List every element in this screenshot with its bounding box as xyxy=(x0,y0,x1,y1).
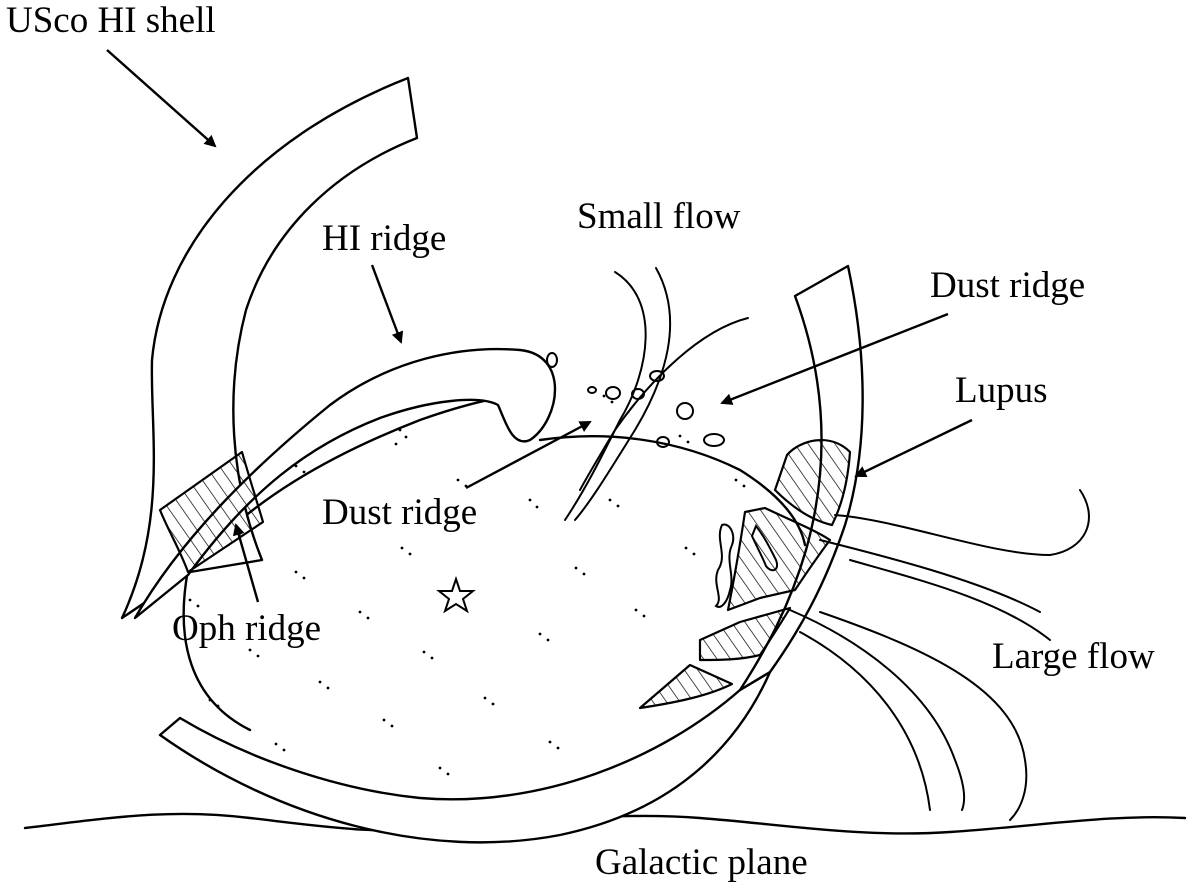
arrow-oph-ridge xyxy=(232,523,260,603)
bubble-stipple xyxy=(188,394,746,776)
lupus-hatch xyxy=(773,438,852,527)
hi-ridge-band xyxy=(133,347,557,620)
arrow-dust-ridge-center xyxy=(465,420,592,490)
label-large-flow: Large flow xyxy=(992,636,1155,677)
label-usco-hi-shell: USco HI shell xyxy=(6,0,216,41)
label-oph-ridge: Oph ridge xyxy=(172,608,321,649)
arrow-dust-ridge-right xyxy=(720,312,949,405)
dust-clumps xyxy=(546,352,725,448)
label-galactic-plane: Galactic plane xyxy=(595,842,808,883)
star-icon xyxy=(436,575,476,614)
squiggle-right xyxy=(750,524,778,572)
label-small-flow: Small flow xyxy=(577,196,741,237)
arrow-hi-ridge xyxy=(370,264,404,344)
large-flow-lines xyxy=(789,489,1090,821)
middle-hatch-lower xyxy=(698,606,792,662)
label-hi-ridge: HI ridge xyxy=(322,218,446,259)
arrow-usco-shell xyxy=(106,49,217,148)
label-dust-ridge-center: Dust ridge xyxy=(322,492,477,533)
small-flow-lines xyxy=(564,267,749,521)
label-dust-ridge-right: Dust ridge xyxy=(930,265,1085,306)
usco-hi-shell xyxy=(120,76,419,620)
arrow-lupus xyxy=(854,418,973,478)
oph-ridge-hatch xyxy=(158,450,265,574)
squiggle-left xyxy=(714,523,735,608)
label-lupus: Lupus xyxy=(955,370,1048,411)
lower-hatch xyxy=(638,663,734,710)
